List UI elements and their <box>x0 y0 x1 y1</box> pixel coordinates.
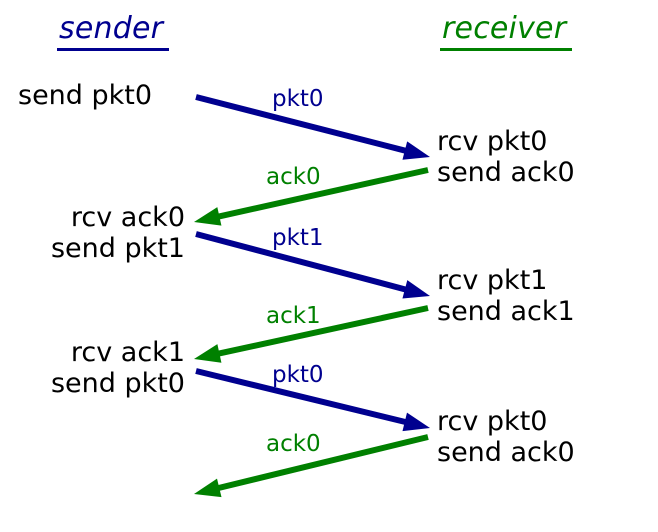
msg-ack0-b-arrow <box>194 434 429 498</box>
msg-pkt0-b-head <box>402 412 430 432</box>
receiver-header-label: receiver <box>440 11 573 51</box>
msg-ack0-b-shaft <box>212 434 429 493</box>
receiver-event-1-line-2: send ack0 <box>437 157 575 188</box>
msg-ack0-a-shaft <box>212 167 429 221</box>
sender-header-label: sender <box>57 11 170 51</box>
sender-event-1-line-1: send pkt0 <box>18 80 153 111</box>
msg-pkt1-shaft <box>195 231 412 294</box>
receiver-event-2-line-2: send ack1 <box>437 296 575 327</box>
msg-pkt0-a-label: pkt0 <box>272 86 324 112</box>
msg-ack0-a-arrow <box>194 167 429 226</box>
sender-event-1: send pkt0 <box>18 80 152 111</box>
receiver-event-2-line-1: rcv pkt1 <box>437 265 548 296</box>
msg-pkt0-a-head <box>402 141 430 160</box>
receiver-event-1-line-1: rcv pkt0 <box>437 126 548 157</box>
sender-header: sender <box>57 11 170 51</box>
receiver-header: receiver <box>440 11 573 51</box>
msg-ack1-head <box>194 344 222 363</box>
msg-ack0-a-label: ack0 <box>266 164 321 190</box>
msg-ack0-b-label: ack0 <box>266 431 321 457</box>
msg-ack1-shaft <box>212 305 429 358</box>
msg-pkt1-head <box>402 280 430 299</box>
msg-pkt1-arrow <box>195 231 430 299</box>
msg-pkt0-a-arrow <box>195 94 430 160</box>
sender-event-2-line-2: send pkt1 <box>50 233 185 264</box>
msg-pkt1-label: pkt1 <box>272 225 324 251</box>
msg-pkt0-b-shaft <box>195 368 412 427</box>
msg-ack1-label: ack1 <box>266 303 321 329</box>
msg-ack0-b-head <box>194 478 222 498</box>
msg-pkt0-b-arrow <box>195 368 430 432</box>
sender-event-2-line-1: rcv ack0 <box>70 202 185 233</box>
sender-event-3-line-2: send pkt0 <box>50 368 185 399</box>
sender-event-3-line-1: rcv ack1 <box>70 337 185 368</box>
msg-ack0-a-head <box>194 207 222 226</box>
receiver-event-3-line-2: send ack0 <box>437 437 575 468</box>
msg-pkt0-b-label: pkt0 <box>272 362 324 388</box>
msg-ack1-arrow <box>194 305 429 363</box>
receiver-event-3-line-1: rcv pkt0 <box>437 406 548 437</box>
msg-pkt0-a-shaft <box>195 94 412 155</box>
